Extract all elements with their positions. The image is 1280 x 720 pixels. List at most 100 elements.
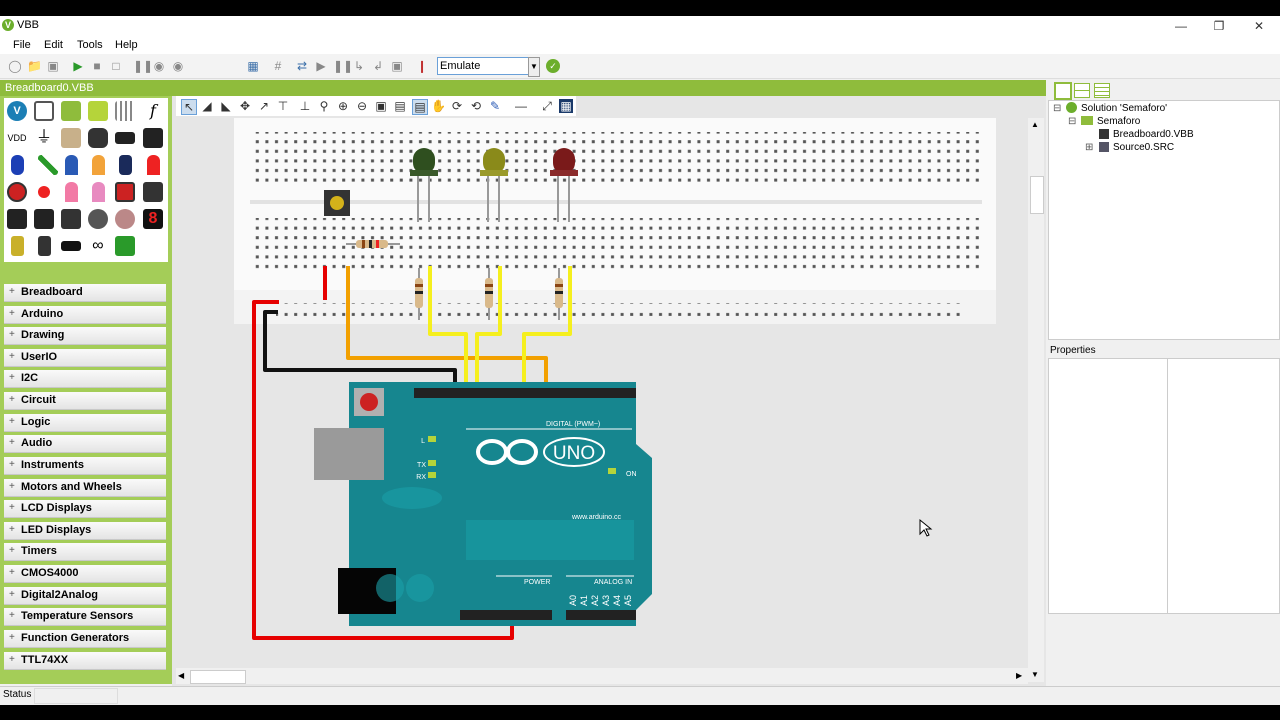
dark-capacitor-icon[interactable] <box>119 155 132 175</box>
category-userio[interactable]: +UserIO <box>4 349 166 367</box>
wire-yellow-red[interactable] <box>522 266 572 394</box>
transistor-icon[interactable] <box>143 182 163 202</box>
menu-tools[interactable]: Tools <box>77 39 103 51</box>
debug-icon[interactable]: ⇄ <box>296 59 308 73</box>
led-resistor-yellow[interactable] <box>485 268 493 320</box>
category-drawing[interactable]: +Drawing <box>4 327 166 345</box>
hand-icon[interactable]: ✋ <box>431 99 446 113</box>
module-icon[interactable] <box>61 209 81 229</box>
led-yellow[interactable] <box>480 148 508 222</box>
resistor-icon[interactable] <box>61 128 81 148</box>
menu-file[interactable]: File <box>13 39 31 51</box>
breadboard-dots-icon[interactable] <box>115 101 135 121</box>
step-out-icon[interactable]: ↲ <box>372 59 384 73</box>
breadboard-lime-icon[interactable] <box>88 101 108 121</box>
wire-orange-button[interactable] <box>346 266 548 394</box>
expand-icon[interactable]: ⊞ <box>1085 142 1094 153</box>
vdd-icon[interactable]: VDD <box>7 133 27 143</box>
led-red[interactable] <box>550 148 578 222</box>
maximize-button[interactable]: ❐ <box>1213 19 1225 33</box>
pink-led-icon[interactable] <box>65 182 78 202</box>
tree-solution[interactable]: Solution 'Semaforo' <box>1081 103 1168 114</box>
wire-black-gnd[interactable] <box>263 310 457 394</box>
pin-icon[interactable]: ❙ <box>416 59 428 73</box>
horizontal-scroll-thumb[interactable] <box>190 670 246 684</box>
scroll-left-icon[interactable]: ◀ <box>178 671 185 680</box>
breadboard-green-icon[interactable] <box>61 101 81 121</box>
continue-icon[interactable]: ▶ <box>316 59 326 73</box>
grid-icon[interactable]: # <box>274 59 282 73</box>
flip-vertical-icon[interactable]: ◣ <box>221 99 231 113</box>
led-resistor-red[interactable] <box>555 268 563 320</box>
tree-file-source[interactable]: Source0.SRC <box>1113 142 1175 153</box>
tree-file-breadboard[interactable]: Breadboard0.VBB <box>1113 129 1194 140</box>
link-icon[interactable]: ∞ <box>92 237 104 254</box>
reset-icon[interactable]: □ <box>112 59 120 73</box>
zoom-fit-icon[interactable]: ▣ <box>375 99 387 113</box>
zoom-in-icon[interactable]: ⊕ <box>337 99 349 113</box>
scroll-up-icon[interactable]: ▲ <box>1031 120 1039 129</box>
collapse-icon[interactable]: ⊟ <box>1053 103 1062 114</box>
zoom-area-icon[interactable]: ▤ <box>394 99 406 113</box>
pen-icon[interactable]: ✎ <box>489 99 501 113</box>
scroll-right-icon[interactable]: ▶ <box>1016 671 1023 680</box>
push-button[interactable] <box>324 190 350 216</box>
regulator-icon[interactable] <box>38 236 51 256</box>
flip-horizontal-icon[interactable]: ◢ <box>202 99 212 113</box>
battery-icon[interactable] <box>11 236 24 256</box>
crystal-icon[interactable] <box>38 155 58 175</box>
wire-yellow-green[interactable] <box>428 266 468 394</box>
collapse-icon[interactable]: ⊟ <box>1068 116 1077 127</box>
led-resistor-green[interactable] <box>415 268 423 320</box>
break-icon[interactable]: ❚❚ <box>333 59 354 73</box>
pushbutton-icon[interactable] <box>115 182 135 202</box>
blue-led-icon[interactable] <box>65 155 78 175</box>
category-temperature-sensors[interactable]: +Temperature Sensors <box>4 608 166 626</box>
chip-dark-icon[interactable] <box>7 209 27 229</box>
breadboard[interactable] <box>234 118 996 324</box>
switch-icon[interactable] <box>61 241 81 251</box>
potentiometer-icon[interactable] <box>115 209 135 229</box>
chip-icon[interactable] <box>34 101 54 121</box>
capacitor-icon[interactable] <box>88 128 108 148</box>
category-circuit[interactable]: +Circuit <box>4 392 166 410</box>
red-button-icon[interactable] <box>7 182 27 202</box>
open-folder-icon[interactable]: 📁 <box>27 59 42 73</box>
run-icon[interactable]: ▶ <box>73 59 83 73</box>
node-icon[interactable]: ⊥ <box>299 99 311 113</box>
calendar-icon[interactable]: ▦ <box>247 59 259 73</box>
led-green[interactable] <box>410 148 438 222</box>
category-audio[interactable]: +Audio <box>4 435 166 453</box>
layout-list-icon[interactable] <box>1094 83 1110 98</box>
category-function-generators[interactable]: +Function Generators <box>4 630 166 648</box>
blue-capacitor-icon[interactable] <box>11 155 24 175</box>
category-instruments[interactable]: +Instruments <box>4 457 166 475</box>
move-icon[interactable]: ✥ <box>239 99 251 113</box>
fullscreen-icon[interactable]: ⤢ <box>542 99 552 113</box>
category-arduino[interactable]: +Arduino <box>4 306 166 324</box>
scroll-down-icon[interactable]: ▼ <box>1031 670 1039 679</box>
category-led-displays[interactable]: +LED Displays <box>4 522 166 540</box>
layout-single-icon[interactable] <box>1054 82 1072 100</box>
category-lcd-displays[interactable]: +LCD Displays <box>4 500 166 518</box>
category-breadboard[interactable]: +Breadboard <box>4 284 166 302</box>
new-icon[interactable]: ◯ <box>8 59 22 73</box>
horizontal-scrollbar[interactable]: ◀ ▶ <box>176 668 1028 684</box>
tree-project[interactable]: Semaforo <box>1097 116 1141 127</box>
seven-segment-icon[interactable]: 8 <box>143 209 163 229</box>
stop-icon[interactable]: ■ <box>93 59 101 73</box>
wire-yellow-yellow[interactable] <box>475 266 502 394</box>
function-icon[interactable]: f <box>150 101 156 120</box>
save-icon[interactable]: ▣ <box>47 59 59 73</box>
mode-select[interactable]: Emulate <box>437 57 531 75</box>
category-cmos4000[interactable]: +CMOS4000 <box>4 565 166 583</box>
arduino-uno-board[interactable]: UNO DIGITAL (PWM~) www.arduino.cc POWER … <box>314 382 652 626</box>
motor-icon[interactable] <box>88 209 108 229</box>
grid-toggle-icon[interactable]: ▦ <box>559 99 573 113</box>
red-led-icon[interactable] <box>147 155 160 175</box>
pull-resistor[interactable] <box>346 240 400 248</box>
category-motors-and-wheels[interactable]: +Motors and Wheels <box>4 479 166 497</box>
menu-edit[interactable]: Edit <box>44 39 63 51</box>
category-logic[interactable]: +Logic <box>4 414 166 432</box>
red-dot-led-icon[interactable] <box>38 186 50 198</box>
